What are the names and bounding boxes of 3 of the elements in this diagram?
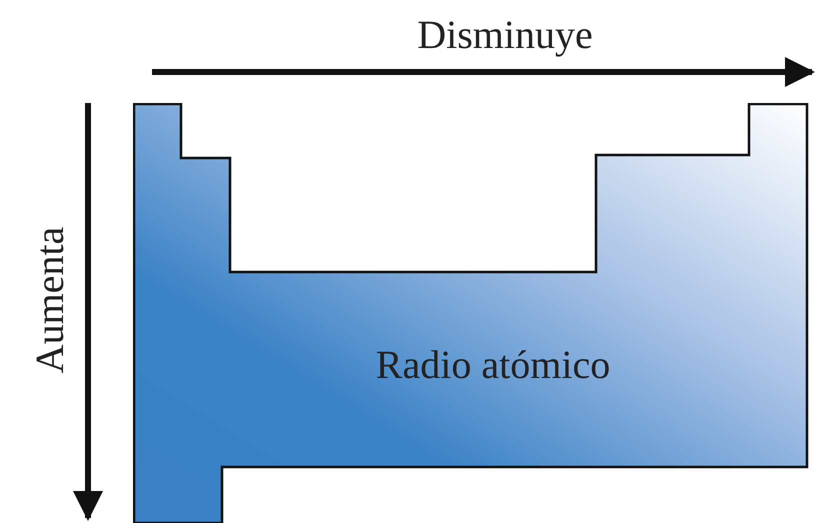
trend-direction-label: Disminuye: [417, 15, 593, 55]
trend-label: Radio atómico: [376, 345, 610, 385]
trend-direction-label: Aumenta: [30, 226, 70, 374]
